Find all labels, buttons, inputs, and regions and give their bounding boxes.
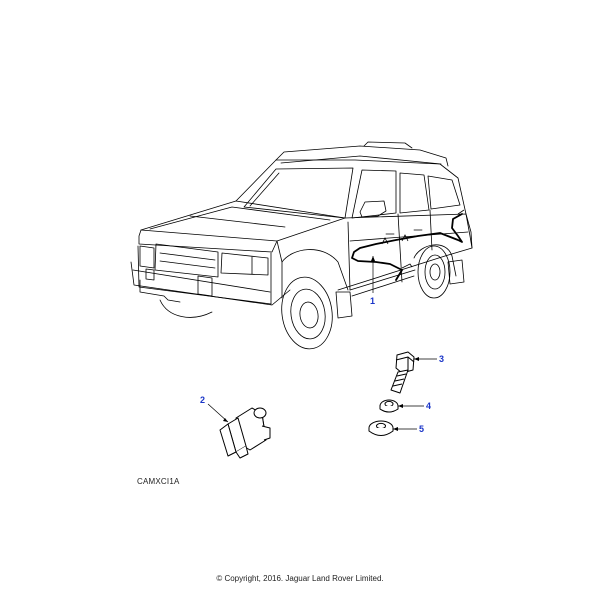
callout-2[interactable]: 2 — [200, 395, 205, 405]
leader-arrowheads — [223, 256, 419, 431]
flat-washer-part — [368, 420, 394, 436]
harness-clips — [381, 209, 465, 269]
callout-3[interactable]: 3 — [439, 354, 444, 364]
bolt-part — [390, 351, 415, 394]
clip-part — [219, 407, 271, 459]
spring-washer-part — [379, 399, 399, 413]
callout-1[interactable]: 1 — [370, 296, 375, 306]
vehicle-illustration — [130, 141, 473, 350]
callout-5[interactable]: 5 — [419, 424, 424, 434]
illustration-code: CAMXCI1A — [137, 477, 180, 486]
wiring-harness — [351, 213, 463, 281]
leader-lines — [207, 256, 437, 430]
copyright-notice: © Copyright, 2016. Jaguar Land Rover Lim… — [216, 574, 384, 583]
callout-4[interactable]: 4 — [426, 401, 431, 411]
